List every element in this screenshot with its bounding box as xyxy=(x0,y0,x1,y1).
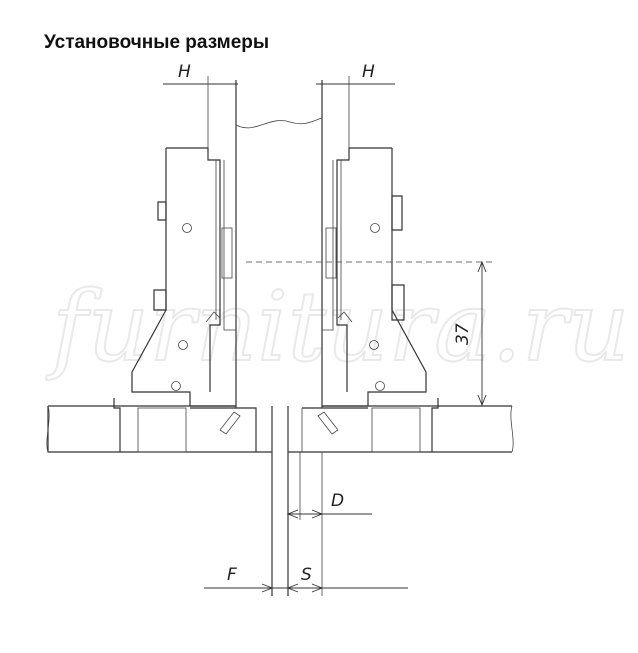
f-label: F xyxy=(227,565,237,585)
h-right-label: H xyxy=(362,62,375,82)
dimension-37: 37 xyxy=(246,260,496,407)
h-dimensions: H H xyxy=(163,62,395,160)
dimension-d: D xyxy=(286,491,372,519)
dim-37-label: 37 xyxy=(453,323,473,345)
watermark: furnitura.ru xyxy=(46,271,630,383)
dimension-f-s: F S xyxy=(204,565,408,593)
s-label: S xyxy=(301,565,312,585)
page-title: Установочные размеры xyxy=(44,32,270,53)
door-gap xyxy=(271,406,323,596)
d-label: D xyxy=(331,491,344,511)
center-panel xyxy=(235,80,323,408)
cabinet-panels xyxy=(46,398,514,453)
h-left-label: H xyxy=(178,62,191,82)
